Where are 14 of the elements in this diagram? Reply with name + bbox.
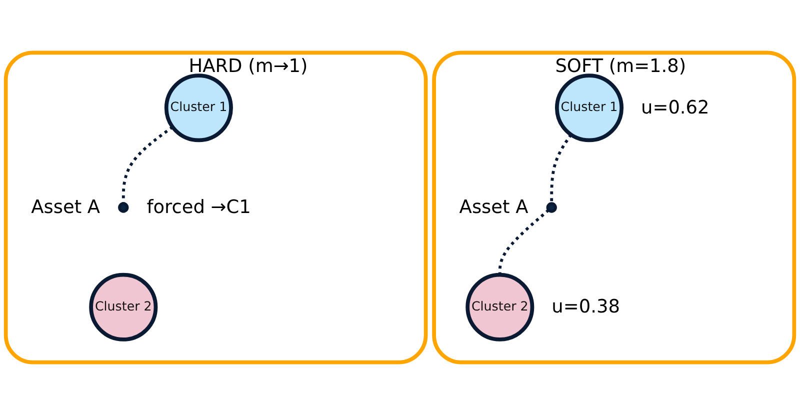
node-label: u=0.38 bbox=[552, 296, 620, 318]
node-circle: Cluster 2 bbox=[89, 272, 158, 342]
node-circle: Cluster 1 bbox=[554, 74, 624, 142]
node-circle: Cluster 2 bbox=[466, 272, 534, 342]
node-circle bbox=[546, 202, 557, 213]
node-circle bbox=[118, 202, 129, 213]
connector bbox=[498, 208, 550, 275]
connector bbox=[550, 134, 572, 204]
node-circle: Cluster 1 bbox=[164, 74, 233, 142]
node-label: forced →C1 bbox=[146, 196, 251, 218]
node-label: Asset A bbox=[459, 196, 528, 218]
node-label: Asset A bbox=[31, 196, 100, 218]
connector bbox=[122, 126, 174, 204]
node-label: u=0.62 bbox=[641, 96, 710, 118]
